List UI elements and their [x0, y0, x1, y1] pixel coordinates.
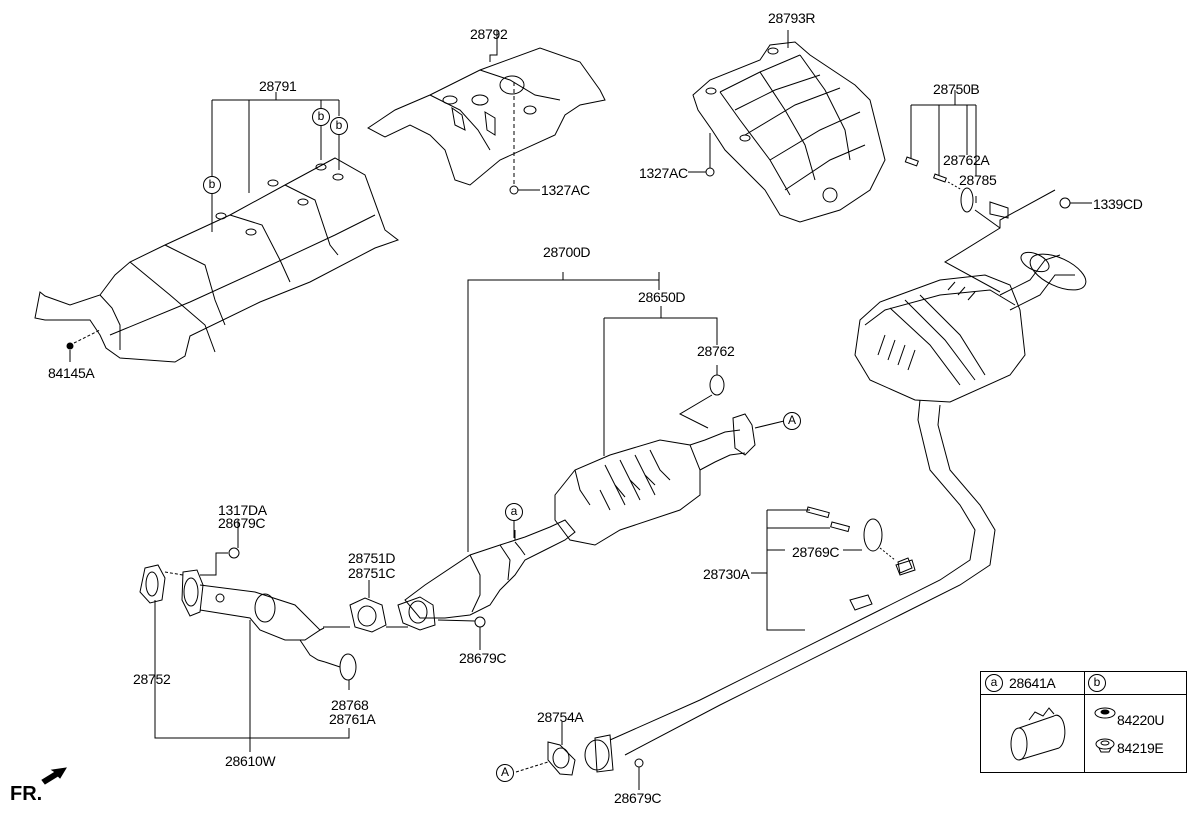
- part-label-28768[interactable]: 28768: [331, 697, 369, 713]
- front-catalytic-28700D[interactable]: [397, 272, 718, 650]
- part-label-28679C-mid[interactable]: 28679C: [459, 650, 507, 666]
- heat-shield-28792[interactable]: [367, 30, 606, 195]
- heat-shield-28791[interactable]: [34, 157, 400, 363]
- legend-b-marker: b: [1088, 674, 1106, 692]
- washer-icon: [1094, 707, 1116, 719]
- callout-b-3: b: [330, 117, 348, 135]
- part-label-28610W[interactable]: 28610W: [225, 753, 276, 769]
- part-label-28791[interactable]: 28791: [259, 78, 297, 94]
- part-label-28730A[interactable]: 28730A: [703, 566, 750, 582]
- clamp-icon: [1010, 707, 1066, 761]
- part-label-1327AC-left[interactable]: 1327AC: [541, 182, 590, 198]
- part-label-1327AC-right[interactable]: 1327AC: [639, 165, 688, 181]
- callout-A-upper: A: [783, 412, 801, 430]
- callout-a: a: [505, 503, 523, 521]
- part-label-28752[interactable]: 28752: [133, 671, 171, 687]
- gasket-28751[interactable]: [323, 580, 408, 633]
- part-label-28754A[interactable]: 28754A: [537, 709, 584, 725]
- callout-A-lower: A: [496, 764, 514, 782]
- part-label-28700D[interactable]: 28700D: [543, 244, 591, 260]
- grommet-icon: [1095, 738, 1115, 753]
- part-label-1339CD[interactable]: 1339CD: [1093, 196, 1143, 212]
- part-label-28769C[interactable]: 28769C: [792, 544, 840, 560]
- part-label-28679C-bottom[interactable]: 28679C: [614, 790, 662, 806]
- part-label-28762A[interactable]: 28762A: [943, 152, 990, 168]
- gasket-28754A[interactable]: [515, 722, 576, 776]
- part-label-28750B[interactable]: 28750B: [933, 81, 980, 97]
- part-label-28793R[interactable]: 28793R: [768, 10, 816, 26]
- legend-b-part-2[interactable]: 84219E: [1117, 740, 1164, 756]
- legend-a-marker: a: [985, 674, 1003, 692]
- hanger-28750B[interactable]: [904, 90, 1092, 293]
- part-label-28761A[interactable]: 28761A: [329, 711, 376, 727]
- callout-A-markers: [496, 412, 801, 782]
- part-label-28751D[interactable]: 28751D: [348, 550, 396, 566]
- part-label-28650D[interactable]: 28650D: [638, 289, 686, 305]
- muffler[interactable]: [854, 247, 1091, 403]
- part-label-28785[interactable]: 28785: [959, 172, 997, 188]
- heat-shield-28793R[interactable]: [688, 30, 886, 223]
- leader-28791: [211, 92, 340, 232]
- part-label-28679C-top[interactable]: 28679C: [218, 515, 266, 531]
- legend-table: a 28641A b 84220U 84219E: [980, 671, 1187, 773]
- front-arrow-icon: [41, 767, 67, 785]
- part-label-28762[interactable]: 28762: [697, 343, 735, 359]
- center-pipe[interactable]: [584, 399, 996, 790]
- front-pipe-28610W[interactable]: [139, 520, 357, 752]
- catalytic-converter-28650D[interactable]: [554, 365, 785, 546]
- callout-b-1: b: [203, 176, 221, 194]
- hanger-28730A[interactable]: [751, 506, 913, 631]
- part-label-1317DA[interactable]: 1317DA: [218, 502, 267, 518]
- part-label-84145A[interactable]: 84145A: [48, 365, 95, 381]
- front-indicator: FR.: [10, 783, 43, 805]
- legend-a-part[interactable]: 28641A: [1009, 675, 1056, 691]
- part-label-28792[interactable]: 28792: [470, 26, 508, 42]
- part-label-28751C[interactable]: 28751C: [348, 565, 396, 581]
- legend-b-part-1[interactable]: 84220U: [1117, 712, 1165, 728]
- callout-b-2: b: [312, 108, 330, 126]
